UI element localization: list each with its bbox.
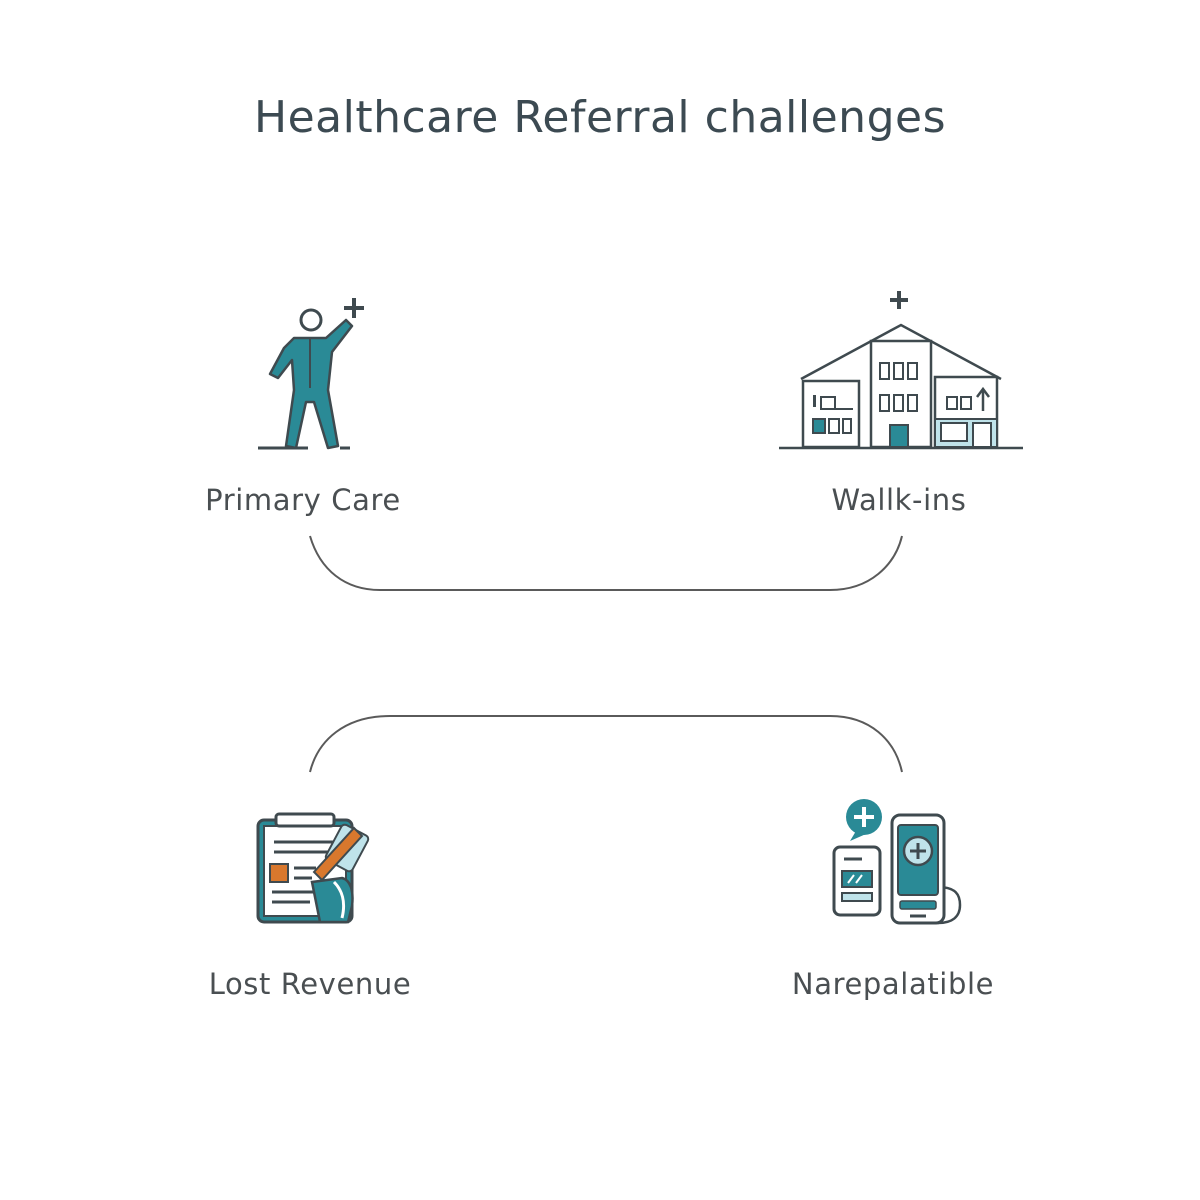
label-primary-care: Primary Care xyxy=(205,483,401,517)
clinic-building-icon xyxy=(779,291,1023,450)
bottom-connector xyxy=(309,715,903,773)
person-plus-icon xyxy=(258,298,364,450)
top-connector xyxy=(309,535,903,591)
diagram-title: Healthcare Referral challenges xyxy=(254,92,946,143)
mobile-health-icon xyxy=(832,799,962,925)
label-lost-revenue: Lost Revenue xyxy=(208,967,412,1001)
label-walk-ins: Wallk-ins xyxy=(831,483,967,517)
label-narepalatible: Narepalatible xyxy=(791,967,995,1001)
clipboard-pen-icon xyxy=(256,812,370,924)
